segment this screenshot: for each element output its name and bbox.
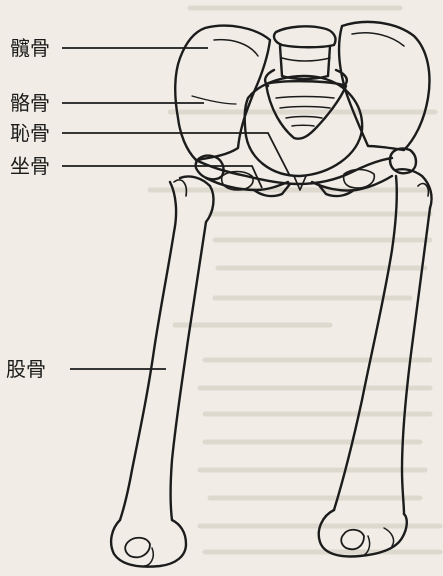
leader-line-ischium <box>62 166 262 188</box>
leader-line-pubis <box>62 133 290 176</box>
left-femur <box>111 176 213 566</box>
label-ischium: 坐骨 <box>10 155 50 177</box>
pubic-region <box>196 158 392 196</box>
right-ilium <box>339 22 429 150</box>
label-ilium: 骼骨 <box>10 92 50 114</box>
label-hip-bone: 髖骨 <box>10 37 50 59</box>
left-ilium <box>175 26 270 160</box>
label-pubis: 恥骨 <box>10 122 50 144</box>
label-femur: 股骨 <box>6 358 46 380</box>
sacrum <box>266 81 346 139</box>
right-femur <box>319 169 432 556</box>
